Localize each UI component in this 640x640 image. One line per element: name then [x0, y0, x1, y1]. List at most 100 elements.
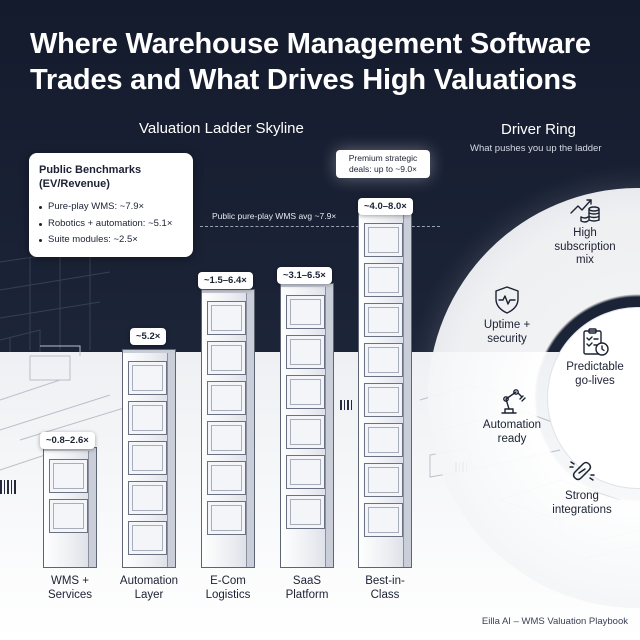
public-benchmarks-card: Public Benchmarks (EV/Revenue) Pure-play… — [29, 153, 193, 257]
driver-ring-title: Driver Ring — [501, 121, 577, 138]
rack-module — [49, 499, 88, 533]
tower-side-panel — [167, 353, 175, 567]
tower-value-label: ~4.0–8.0× — [358, 198, 413, 215]
driver-label-line-1: Uptime + — [483, 319, 531, 331]
rack-module — [364, 503, 403, 537]
rack-module — [49, 459, 88, 493]
ladder-title: Valuation Ladder Skyline — [139, 120, 304, 137]
category-line-1: Best-in- — [365, 575, 405, 587]
rack-module — [364, 223, 403, 257]
rack-module — [286, 455, 325, 489]
driver-label-line-1: Strong — [565, 490, 599, 502]
tower-saas-platform — [280, 283, 334, 568]
rack-module — [286, 415, 325, 449]
rack-module — [128, 441, 167, 475]
tower-category-label: Best-in- Class — [348, 574, 422, 602]
tower-category-label: SaaS Platform — [270, 574, 344, 602]
tower-value-label: ~5.2× — [130, 328, 167, 345]
premium-deals-callout: Premium strategic deals: up to ~9.0× — [336, 150, 430, 178]
benchmarks-heading-line-2: (EV/Revenue) — [39, 178, 110, 190]
driver-uptime-security: Uptime + security — [462, 285, 552, 346]
rack-module — [207, 501, 246, 535]
category-line-1: Automation — [119, 575, 179, 587]
average-reference-label: Public pure-play WMS avg ~7.9× — [212, 211, 337, 221]
rack-module — [128, 401, 167, 435]
benchmark-item: Suite modules: ~2.5× — [39, 232, 183, 249]
rack-module — [364, 423, 403, 457]
title-line-1: Where Warehouse Management Software — [30, 28, 591, 60]
driver-label-line-2: go-lives — [575, 374, 615, 387]
driver-automation-ready: Automation ready — [467, 385, 557, 446]
driver-label-line-1: Predictable — [566, 361, 624, 373]
driver-ring-subtitle: What pushes you up the ladder — [470, 143, 602, 154]
tower-wms-services — [43, 447, 97, 568]
tower-best-in-class — [358, 211, 412, 568]
benchmarks-heading-line-1: Public Benchmarks — [39, 164, 142, 176]
rack-module — [207, 301, 246, 335]
premium-callout-line-1: Premium strategic — [348, 153, 418, 163]
rack-module — [207, 381, 246, 415]
driver-label-line-2: ready — [497, 432, 527, 445]
tower-ecom-logistics — [201, 289, 255, 568]
rack-module — [207, 421, 246, 455]
average-reference-line — [200, 226, 440, 227]
rack-module — [207, 461, 246, 495]
rack-module — [286, 375, 325, 409]
rack-module — [364, 463, 403, 497]
rack-module — [364, 343, 403, 377]
tower-value-label: ~0.8–2.6× — [40, 432, 95, 449]
rack-module — [128, 521, 167, 555]
tower-category-label: Automation Layer — [112, 574, 186, 602]
benchmark-item: Robotics + automation: ~5.1× — [39, 216, 183, 233]
category-line-2: Logistics — [205, 589, 251, 601]
rack-module — [207, 341, 246, 375]
benchmark-item: Pure-play WMS: ~7.9× — [39, 199, 183, 216]
driver-label-line-2: security — [487, 332, 527, 345]
tower-cap — [201, 289, 255, 293]
premium-callout-line-2: deals: up to ~9.0× — [348, 164, 418, 174]
title-line-2: Trades and What Drives High Valuations — [30, 64, 577, 96]
category-line-2: Class — [370, 589, 400, 601]
rack-module — [128, 481, 167, 515]
rack-module — [364, 263, 403, 297]
benchmarks-list: Pure-play WMS: ~7.9× Robotics + automati… — [39, 199, 183, 249]
tower-category-label: E-Com Logistics — [191, 574, 265, 602]
tower-side-panel — [325, 287, 333, 567]
footer-credit: Eilla AI – WMS Valuation Playbook — [481, 616, 628, 627]
rack-module — [364, 383, 403, 417]
driver-label-line-1: High — [573, 227, 597, 239]
driver-label-line-2: integrations — [552, 503, 612, 516]
rack-module — [286, 335, 325, 369]
chain-link-icon — [569, 461, 595, 481]
robot-arm-icon — [501, 389, 526, 414]
tower-side-panel — [403, 215, 411, 567]
tower-value-label: ~3.1–6.5× — [277, 267, 332, 284]
category-line-2: Services — [47, 589, 93, 601]
rack-module — [364, 303, 403, 337]
tower-side-panel — [246, 293, 254, 567]
driver-high-subscription-mix: High subscription mix — [540, 193, 630, 268]
rack-module — [286, 495, 325, 529]
page-title: Where Warehouse Management Software Trad… — [30, 26, 620, 98]
driver-label-line-1: Automation — [482, 419, 542, 431]
tower-category-label: WMS + Services — [33, 574, 107, 602]
driver-label-line-3: mix — [576, 254, 594, 266]
shield-pulse-icon — [495, 286, 519, 314]
category-line-2: Platform — [285, 589, 329, 601]
category-line-1: E-Com — [210, 575, 246, 587]
tower-side-panel — [88, 451, 96, 567]
rack-module — [128, 361, 167, 395]
category-line-2: Layer — [134, 589, 164, 601]
tower-value-label: ~1.5–6.4× — [198, 272, 253, 289]
driver-predictable-go-lives: Predictable go-lives — [550, 327, 640, 388]
tower-cap — [122, 349, 176, 353]
chart-coins-icon — [570, 199, 600, 223]
category-line-1: WMS + — [50, 575, 89, 587]
category-line-1: SaaS — [292, 575, 322, 587]
driver-label-line-2: subscription — [554, 240, 616, 253]
tower-automation-layer — [122, 349, 176, 568]
checklist-clock-icon — [583, 328, 609, 356]
rack-module — [286, 295, 325, 329]
driver-strong-integrations: Strong integrations — [537, 456, 627, 517]
